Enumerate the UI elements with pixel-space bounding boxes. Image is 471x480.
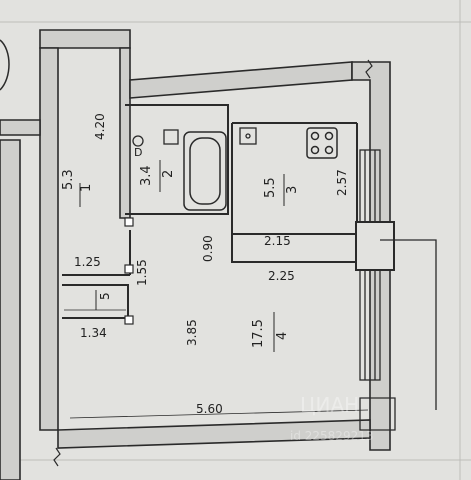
room-2-label: 2 3.4 D	[134, 146, 176, 192]
room-3-area: 5.5	[263, 177, 278, 198]
dim-4-20: 4.20	[93, 113, 107, 140]
dim-2-25: 2.25	[268, 269, 295, 283]
room-4-label: 4 17.5	[251, 312, 290, 352]
boiler-mark: D	[134, 146, 142, 159]
posts	[124, 217, 134, 325]
room-5-number: 5	[98, 292, 112, 300]
watermark-text: ЦИАН	[300, 393, 359, 417]
watermark-id: id 225829213	[290, 429, 373, 443]
watermark: ЦИАН id 225829213	[290, 393, 373, 443]
room-4-number: 4	[275, 332, 290, 340]
room-2-area: 3.4	[139, 165, 154, 186]
dimensions: 4.20 1.25 1.55 1.34 3.85 0.90 2.15 2.25 …	[64, 113, 369, 419]
dim-1-34: 1.34	[80, 326, 107, 340]
dim-0-90: 0.90	[201, 235, 215, 262]
room-4-area: 17.5	[251, 319, 266, 348]
room-3-number: 3	[285, 186, 300, 194]
break-marks	[53, 59, 373, 467]
dim-5-60: 5.60	[196, 402, 223, 416]
dim-1-55: 1.55	[135, 259, 149, 286]
room-1-number: 1	[79, 184, 94, 192]
room-1-label: 1 5.3	[61, 169, 94, 207]
dim-2-57: 2.57	[335, 169, 349, 196]
sink-icon	[239, 127, 257, 145]
riser-icon	[0, 39, 10, 91]
dim-1-25: 1.25	[74, 255, 101, 269]
room-3-label: 3 5.5	[263, 174, 300, 206]
toilet-icon	[132, 135, 144, 147]
stove-icon	[306, 127, 338, 159]
bathtub-icon	[183, 131, 227, 211]
dim-3-85: 3.85	[185, 319, 199, 346]
room-5-label: 5	[95, 290, 112, 310]
partitions	[62, 104, 358, 319]
dim-2-15: 2.15	[264, 234, 291, 248]
room-2-number: 2	[161, 170, 176, 178]
room-1-area: 5.3	[61, 169, 76, 190]
washbasin-icon	[163, 129, 179, 145]
window	[355, 149, 437, 431]
